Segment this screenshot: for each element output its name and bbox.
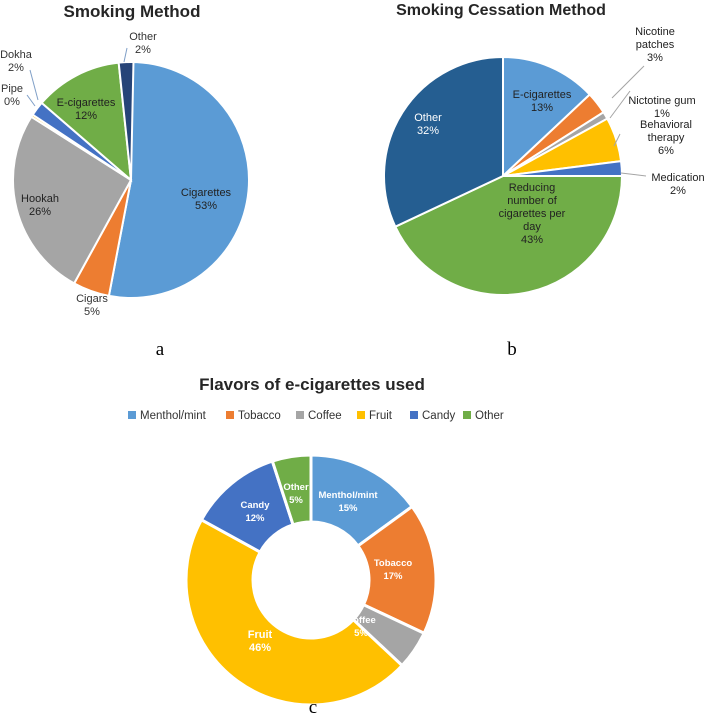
chart-b-slice-other — [383, 55, 504, 228]
legend-label-menthol-mint: Menthol/mint — [140, 410, 207, 422]
legend-label-fruit: Fruit — [369, 410, 393, 422]
chart-c-slice-fruit — [184, 517, 405, 707]
legend-label-other: Other — [475, 410, 504, 422]
legend-label-candy: Candy — [422, 410, 455, 422]
chart-c-ecig-flavors: Flavors of e-cigarettes used Menthol/min… — [128, 375, 504, 718]
chart-a-title: Smoking Method — [64, 2, 201, 21]
chart-c-slice-other — [270, 453, 313, 527]
chart-b-slice-reducing-number-of-cigarettes-per-day — [393, 175, 624, 296]
chart-a-leader-line — [29, 69, 39, 101]
chart-a-leader-line — [123, 47, 128, 63]
chart-a-panel-label: a — [156, 339, 165, 360]
legend-swatch-other — [463, 411, 471, 419]
chart-b-leader-line — [609, 90, 631, 119]
chart-c-slice-tobacco — [355, 504, 438, 636]
chart-b-leader-line — [613, 133, 621, 147]
chart-b-title: Smoking Cessation Method — [396, 2, 606, 19]
chart-b-leader-line — [611, 65, 645, 99]
legend-swatch-menthol-mint — [128, 411, 136, 419]
legend-swatch-candy — [410, 411, 418, 419]
legend-label-tobacco: Tobacco — [238, 410, 281, 422]
chart-a-leader-line — [26, 94, 36, 107]
chart-a-slice-cigarettes — [107, 60, 250, 299]
legend-label-coffee: Coffee — [308, 410, 342, 422]
legend-swatch-fruit — [357, 411, 365, 419]
chart-b-leader-line — [620, 172, 647, 177]
legend-swatch-coffee — [296, 411, 304, 419]
chart-c-panel-label: c — [309, 697, 317, 718]
legend-swatch-tobacco — [226, 411, 234, 419]
chart-a-slice-other — [117, 61, 135, 181]
chart-b-slice-e-cigarettes — [502, 55, 592, 179]
chart-a-slice-hookah — [12, 115, 133, 285]
chart-b-panel-label: b — [507, 339, 517, 360]
chart-a-slice-e-cigarettes — [40, 61, 133, 183]
chart-c-title: Flavors of e-cigarettes used — [199, 375, 425, 394]
